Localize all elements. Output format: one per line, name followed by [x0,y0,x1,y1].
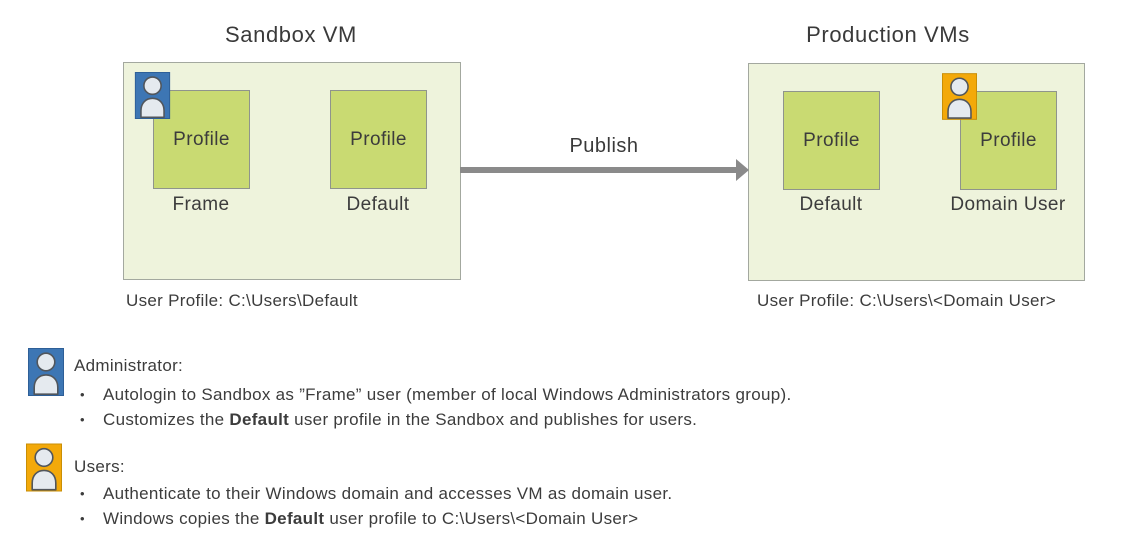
users-icon [26,443,62,492]
sandbox-user-profile-path: User Profile: C:\Users\Default [126,291,358,310]
admin-user-icon [134,72,171,119]
sandbox-vm-title: Sandbox VM [225,22,357,47]
production-default-profile-box: Profile [783,91,880,190]
profile-box-label: Profile [173,128,230,150]
production-default-profile-name: Default [799,194,863,215]
bullet-text: Windows copies the Default user profile … [103,509,639,528]
users-bullet-authenticate: • Authenticate to their Windows domain a… [80,484,1120,504]
profile-box-label: Profile [980,129,1037,151]
publish-arrow-head-icon [736,159,749,181]
bullet-dot: • [80,486,85,501]
administrator-heading: Administrator: [74,356,184,375]
administrator-bullet-customizes: • Customizes the Default user profile in… [80,410,1120,430]
bullet-text: Authenticate to their Windows domain and… [103,484,673,503]
sandbox-default-profile-box: Profile [330,90,427,189]
bullet-text: Customizes the Default user profile in t… [103,410,698,429]
frame-profile-name: Frame [172,194,230,215]
users-heading: Users: [74,457,125,476]
publish-arrow-line [460,167,737,173]
profile-box-label: Profile [350,128,407,150]
administrator-icon [28,348,64,396]
domain-user-profile-name: Domain User [950,194,1066,215]
domain-user-icon [942,73,977,120]
production-vms-title: Production VMs [806,22,970,47]
bullet-dot: • [80,412,85,427]
bullet-dot: • [80,511,85,526]
profile-box-label: Profile [803,129,860,151]
administrator-bullet-autologin: • Autologin to Sandbox as ”Frame” user (… [80,385,1120,405]
publish-arrow-label: Publish [569,135,639,157]
bullet-text: Autologin to Sandbox as ”Frame” user (me… [103,385,792,404]
users-bullet-windows-copies: • Windows copies the Default user profil… [80,509,1120,529]
production-user-profile-path: User Profile: C:\Users\<Domain User> [757,291,1056,310]
sandbox-default-profile-name: Default [346,194,410,215]
bullet-dot: • [80,387,85,402]
